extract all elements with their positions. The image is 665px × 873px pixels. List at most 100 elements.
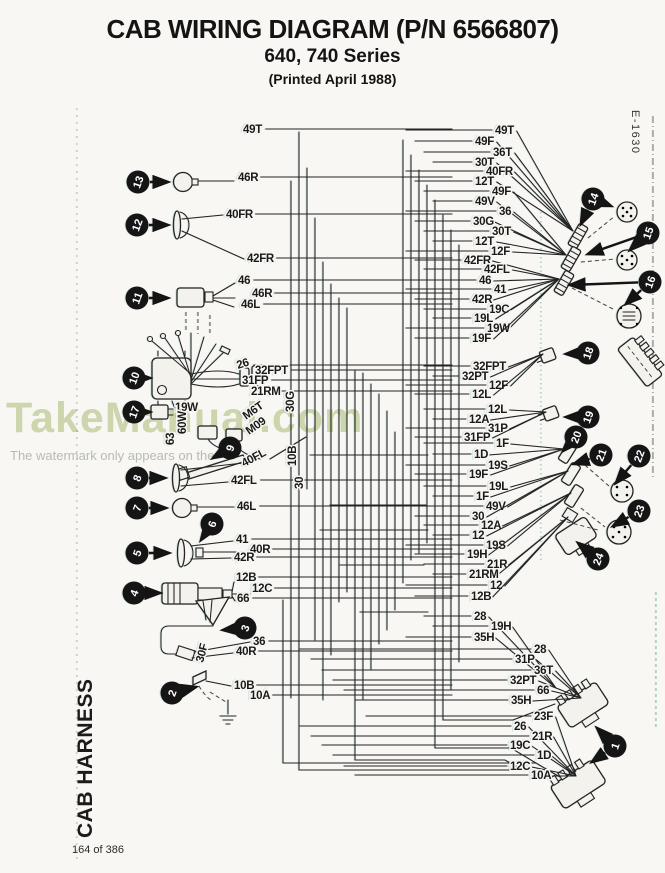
callout-number: 2 [166, 688, 179, 698]
wire-label: 40R [250, 544, 271, 556]
ground-icon [219, 699, 237, 725]
wire-label: 32FPT [473, 361, 506, 373]
wire-label: 12B [236, 572, 256, 584]
bus-wire-label: 30G [285, 391, 297, 412]
wire-label: 60W [177, 411, 189, 434]
harness-bus-wires [282, 131, 561, 778]
wire-label: 31P [488, 423, 508, 435]
wire-label: 26 [235, 357, 250, 372]
callout-23 [627, 499, 651, 523]
component-bulb-7 [171, 497, 235, 519]
wire-label: 30 [472, 511, 484, 523]
callout-14 [581, 187, 605, 211]
wire-label: 23F [534, 711, 553, 723]
wire-label: 19L [474, 313, 493, 325]
page-title: CAB WIRING DIAGRAM (P/N 6566807) [106, 14, 559, 44]
connector-face-15 [616, 249, 638, 271]
callout-arrow [219, 621, 240, 636]
connector-block-mid [558, 440, 584, 524]
callout-arrow [594, 725, 614, 745]
watermark-note: The watermark only appears on the [10, 448, 215, 463]
callout-number: 17 [127, 405, 142, 421]
callout-arrow [570, 452, 592, 466]
callout-number: 18 [581, 346, 596, 362]
wire-label: 66 [537, 685, 549, 697]
printed-date: (Printed April 1988) [268, 71, 397, 87]
wire-label: 46 [238, 275, 250, 287]
wire-label: 19F [472, 333, 491, 345]
wire-label: 30T [475, 157, 494, 169]
callout-8 [125, 466, 149, 490]
callout-number: 14 [586, 191, 602, 207]
callout-number: 6 [206, 519, 219, 529]
wire-label: 35H [511, 695, 531, 707]
callout-number: 4 [128, 588, 142, 599]
callout-2 [160, 681, 184, 705]
component-lamp-5 [176, 538, 248, 568]
wire-label: 41 [494, 284, 507, 296]
callout-number: 22 [632, 449, 647, 465]
component-relay-10 [146, 329, 265, 416]
wire-label: 12A [469, 414, 489, 426]
wire-label: 12L [488, 404, 507, 416]
wire-label: 49V [486, 501, 506, 513]
wire-label: 1D [474, 449, 488, 461]
wire-label: 19L [489, 481, 508, 493]
callout-number: 23 [632, 504, 647, 520]
callout-11 [125, 286, 149, 310]
wire-label: 28 [474, 611, 487, 623]
wire-label: 31P [515, 654, 535, 666]
wire-label: 12 [472, 530, 484, 542]
callout-number: 11 [130, 291, 145, 306]
wire-label: 12C [510, 761, 530, 773]
wire-label: 1F [496, 438, 509, 450]
callout-number: 3 [239, 623, 252, 633]
callout-20 [564, 425, 588, 449]
callout-arrow [609, 511, 631, 528]
callout-arrow [209, 443, 231, 460]
fuse-block [617, 335, 665, 387]
wire-label: 40FR [486, 166, 514, 178]
callout-arrow [198, 523, 216, 543]
callout-number: 24 [591, 551, 607, 567]
component-wiper-3 [160, 596, 251, 662]
wire-label: 10A [250, 690, 270, 702]
wire-label: 1F [476, 491, 489, 503]
callout-arrow [623, 288, 643, 307]
callout-arrow [579, 206, 595, 228]
wire-label: 21RM [251, 386, 280, 398]
wire-label: 19W [487, 323, 510, 335]
wire-label: 1D [537, 750, 551, 762]
wire-label: 49F [492, 186, 511, 198]
component-lamp-12 [172, 210, 245, 260]
wire-label: 19W [175, 402, 198, 414]
wire-label: 42FR [247, 253, 275, 265]
callout-arrow [589, 747, 609, 765]
wire-label: 19S [486, 540, 506, 552]
wire-label: 49F [475, 136, 494, 148]
component-fuselink-2 [192, 669, 232, 703]
wire-label: 30G [473, 216, 494, 228]
callout-number: 20 [569, 430, 584, 446]
callout-3 [233, 616, 257, 640]
wire-label: 30F [194, 642, 211, 664]
wire-label: 46L [241, 299, 260, 311]
wire-label: 32PT [510, 675, 537, 687]
wire-label: 36 [499, 206, 511, 218]
bus-wire-label: 10B [287, 446, 299, 466]
callout-number: 1 [609, 741, 622, 751]
component-lamp-8 [171, 462, 244, 493]
wire-label: 10A [531, 770, 551, 782]
component-flasher-11 [176, 282, 236, 335]
wire-label: 40R [236, 646, 257, 658]
callout-number: 5 [131, 548, 144, 558]
callout-arrow [560, 434, 579, 454]
wire-label: 28 [534, 644, 547, 656]
callout-18 [576, 341, 600, 365]
wire-label: 46 [479, 275, 491, 287]
wire-label: 40FL [240, 447, 269, 470]
callout-7 [125, 496, 149, 520]
